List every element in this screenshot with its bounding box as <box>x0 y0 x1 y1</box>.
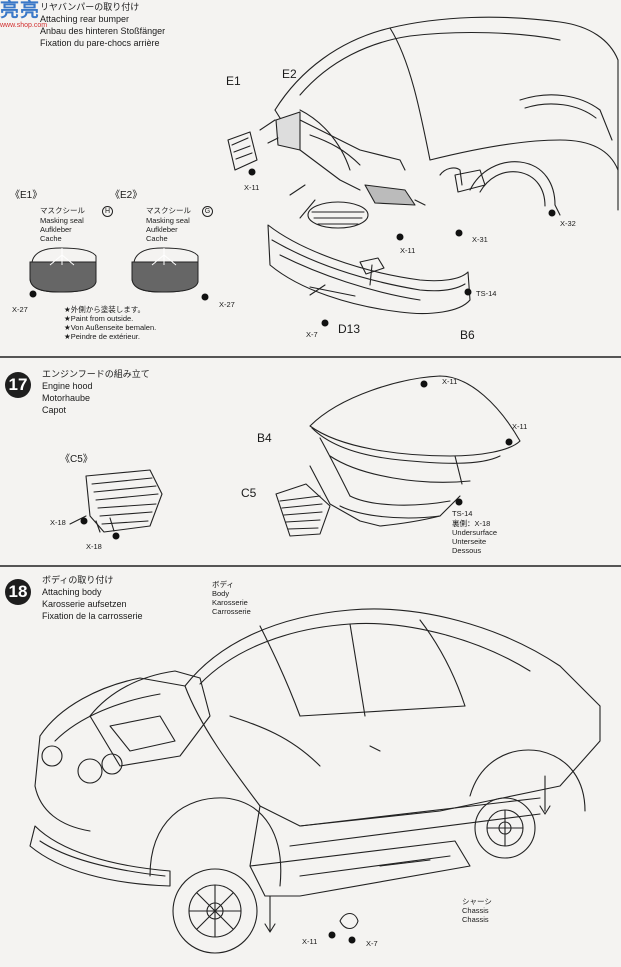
seal-right-header: 《E2》 <box>110 190 143 201</box>
color-code: X-11 <box>512 422 528 431</box>
color-code: X-31 <box>472 235 488 244</box>
underside-jp: 裏側：X-18 <box>452 519 491 528</box>
body-label-de: Karosserie <box>212 598 248 607</box>
body-label-jp: ボディ <box>212 580 234 589</box>
chassis-label-en: Chassis <box>462 906 489 915</box>
color-code: X-11 <box>302 937 318 946</box>
color-code: TS-14 <box>476 289 497 298</box>
watermark-sub: www.shop.com <box>0 22 48 29</box>
part-label-e1: E1 <box>226 74 241 88</box>
color-code: X-27 <box>219 300 235 309</box>
step18-title-fr: Fixation de la carrosserie <box>42 611 143 621</box>
color-code: X-32 <box>560 219 576 228</box>
part-label-b6: B6 <box>460 328 475 342</box>
color-code: X-11 <box>244 183 260 192</box>
step17-title-fr: Capot <box>42 405 67 415</box>
step16-title-en: Attaching rear bumper <box>40 14 130 24</box>
color-code: X-18 <box>50 518 66 527</box>
step18-body-chassis-diagram <box>29 608 601 954</box>
paint-note-jp: ★外側から塗装します。 <box>64 305 145 314</box>
step17-title-jp: エンジンフードの組み立て <box>42 369 150 379</box>
watermark-main: 亮亮 <box>0 0 41 21</box>
color-code: TS-14 <box>452 509 473 518</box>
seal-left-badge: H <box>102 206 113 217</box>
seal-right-fr: Cache <box>146 234 168 243</box>
part-label-e2: E2 <box>282 67 297 81</box>
paint-note-de: ★Von Außenseite bemalen. <box>64 323 157 332</box>
step17-engine-hood-diagram <box>69 375 521 540</box>
seal-right-en: Masking seal <box>146 216 190 225</box>
step18-title-de: Karosserie aufsetzen <box>42 599 127 609</box>
part-label-b4: B4 <box>257 431 272 445</box>
color-code: X-11 <box>400 246 416 255</box>
chassis-label-jp: シャーシ <box>462 897 492 906</box>
step17-number-badge: 17 <box>5 372 31 398</box>
part-label-c5: C5 <box>241 486 257 500</box>
underside-fr: Dessous <box>452 546 482 555</box>
paint-note-en: ★Paint from outside. <box>64 314 134 323</box>
step18-title-jp: ボディの取り付け <box>42 575 114 585</box>
step16-title-jp: リヤバンパーの取り付け <box>40 2 140 12</box>
watermark-logo: 亮亮 www.shop.com <box>0 0 66 40</box>
section-divider <box>0 356 621 358</box>
underside-de: Unterseite <box>452 537 487 546</box>
seal-left-fr: Cache <box>40 234 62 243</box>
seal-left-header: 《E1》 <box>10 190 43 201</box>
step16-title-de: Anbau des hinteren Stoßfänger <box>40 26 166 36</box>
step17-title-de: Motorhaube <box>42 393 91 403</box>
color-code: X-27 <box>12 305 28 314</box>
color-code: X-18 <box>86 542 102 551</box>
step16-rear-bumper-diagram <box>29 16 619 327</box>
body-label-en: Body <box>212 589 230 598</box>
seal-left-en: Masking seal <box>40 216 84 225</box>
seal-right-badge: G <box>202 206 213 217</box>
body-label-fr: Carrosserie <box>212 607 251 616</box>
seal-left-de: Aufkleber <box>40 225 72 234</box>
seal-left-jp: マスクシール <box>40 206 85 215</box>
paint-note-fr: ★Peindre de extérieur. <box>64 332 140 341</box>
c5-part-header: 《C5》 <box>60 454 93 465</box>
part-label-d13: D13 <box>338 322 361 336</box>
step17-title-en: Engine hood <box>42 381 93 391</box>
step18-title-en: Attaching body <box>42 587 102 597</box>
section-divider <box>0 565 621 567</box>
seal-right-jp: マスクシール <box>146 206 191 215</box>
color-code: X-11 <box>442 377 458 386</box>
seal-right-de: Aufkleber <box>146 225 178 234</box>
color-code: X-7 <box>306 330 318 339</box>
step18-number-badge: 18 <box>5 579 31 605</box>
color-code: X-7 <box>366 939 378 948</box>
underside-en: Undersurface <box>452 528 498 537</box>
chassis-label-de: Chassis <box>462 915 489 924</box>
step16-title-fr: Fixation du pare-chocs arrière <box>40 38 160 48</box>
